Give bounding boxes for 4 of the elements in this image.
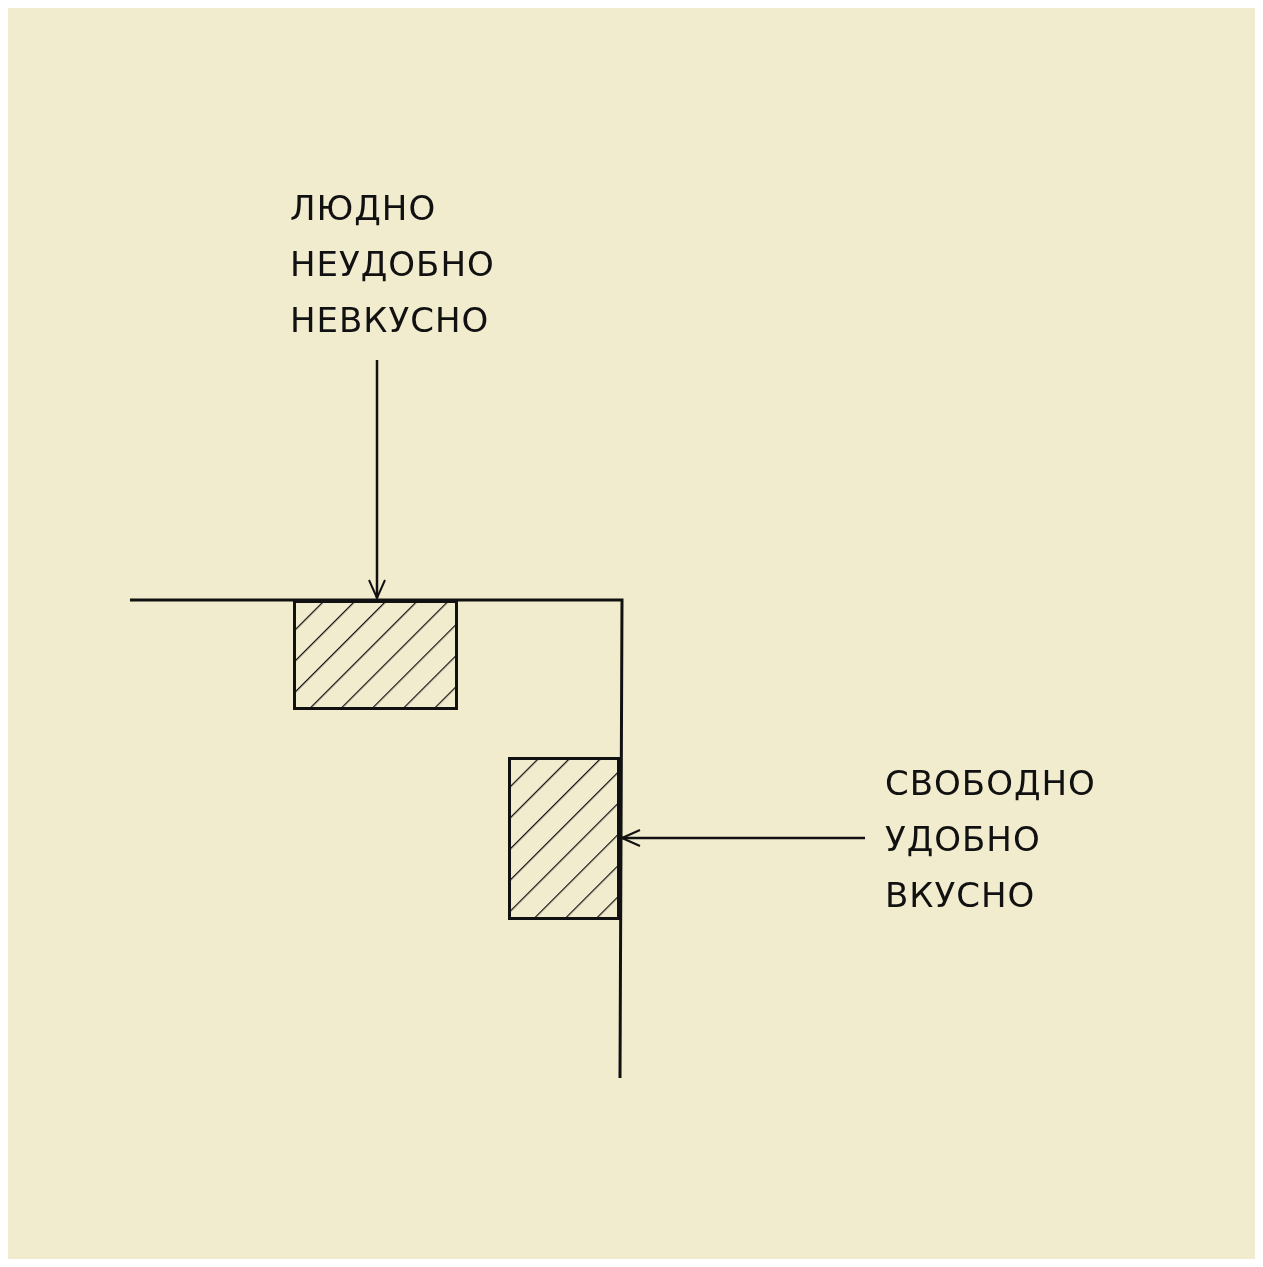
arrow bbox=[368, 360, 386, 599]
arrow bbox=[621, 829, 865, 847]
note-text: ЛЮДНО НЕУДОБНО НЕВКУСНО bbox=[290, 187, 496, 342]
note-text: СВОБОДНО УДОБНО ВКУСНО bbox=[885, 762, 1097, 917]
